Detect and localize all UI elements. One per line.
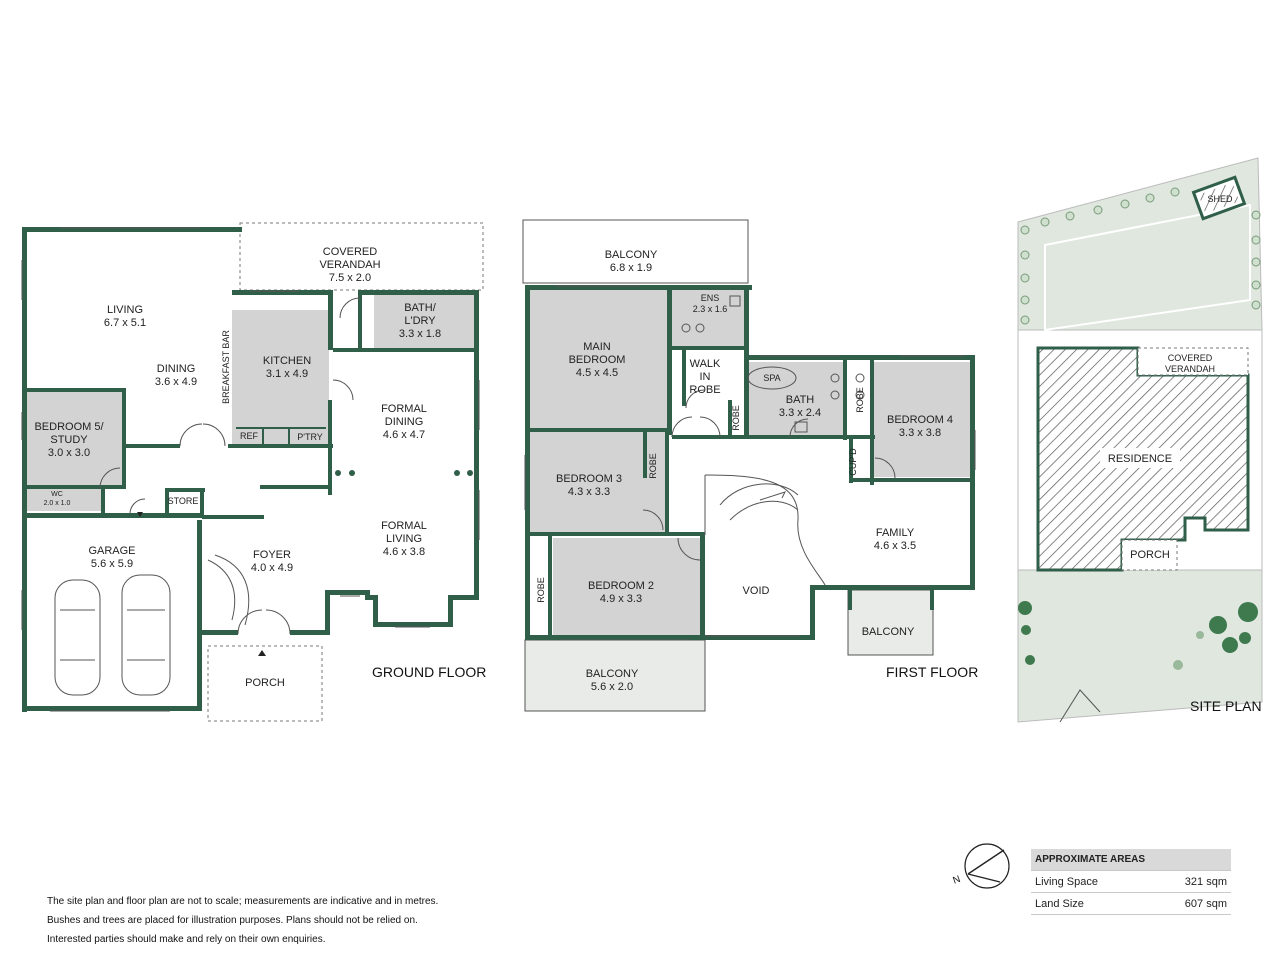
room-formal-living-name: FORMAL [381, 520, 427, 532]
first-floor-labels: BALCONY 6.8 x 1.9 MAIN BEDROOM 4.5 x 4.5… [536, 249, 978, 693]
table-row: Living Space 321 sqm [1031, 870, 1231, 893]
room-formal-dining-name: FORMAL [381, 403, 427, 415]
room-bedroom5-dims: 3.0 x 3.0 [48, 447, 90, 459]
compass-letter: N [951, 874, 962, 887]
room-wc-dims: 2.0 x 1.0 [44, 500, 71, 507]
room-bedroom2-dims: 4.9 x 3.3 [600, 593, 642, 605]
room-balcony-top-name: BALCONY [605, 249, 658, 261]
room-verandah-name-2: VERANDAH [319, 259, 380, 271]
room-robe-3: ROBE [855, 387, 865, 413]
room-kitchen-dims: 3.1 x 4.9 [266, 368, 308, 380]
room-wc-name: WC [51, 491, 63, 498]
room-spa-name: SPA [763, 373, 780, 383]
room-walk-in-robe-name-3: ROBE [689, 384, 720, 396]
room-garage-dims: 5.6 x 5.9 [91, 558, 133, 570]
room-balcony-bottom-name: BALCONY [586, 668, 639, 680]
room-ens-name: ENS [701, 293, 720, 303]
room-walk-in-robe-name-2: IN [700, 371, 711, 383]
room-bath-ldry-dims: 3.3 x 1.8 [399, 328, 441, 340]
site-plan [1017, 157, 1263, 723]
room-family-name: FAMILY [876, 527, 915, 539]
room-family-dims: 4.6 x 3.5 [874, 540, 916, 552]
room-main-bedroom-name-2: BEDROOM [569, 354, 626, 366]
room-balcony-top-dims: 6.8 x 1.9 [610, 262, 652, 274]
room-bath-name: BATH [786, 394, 815, 406]
room-living-name: LIVING [107, 304, 143, 316]
room-foyer-name: FOYER [253, 549, 291, 561]
room-bedroom3-name: BEDROOM 3 [556, 473, 622, 485]
area-label: Land Size [1031, 892, 1149, 915]
room-bedroom4-name: BEDROOM 4 [887, 414, 953, 426]
room-bedroom5-name-2: STUDY [50, 434, 88, 446]
site-residence-label: RESIDENCE [1108, 453, 1172, 465]
room-formal-living-name-2: LIVING [386, 533, 422, 545]
first-floor-plan [522, 219, 976, 712]
room-robe-4: ROBE [536, 577, 546, 603]
room-bedroom4-dims: 3.3 x 3.8 [899, 427, 941, 439]
room-main-bedroom-dims: 4.5 x 4.5 [576, 367, 618, 379]
room-robe-2: ROBE [731, 405, 741, 431]
disclaimer-line-3: Interested parties should make and rely … [47, 934, 326, 945]
room-void-name: VOID [743, 585, 770, 597]
room-verandah-name: COVERED [323, 246, 377, 258]
room-bath-dims: 3.3 x 2.4 [779, 407, 821, 419]
room-walk-in-robe-name: WALK [690, 358, 721, 370]
room-robe-1: ROBE [648, 453, 658, 479]
room-dining-name: DINING [157, 363, 196, 375]
room-dining-dims: 3.6 x 4.9 [155, 376, 197, 388]
area-value: 607 sqm [1148, 892, 1231, 915]
room-store-name: STORE [168, 496, 199, 506]
site-verandah-label-2: VERANDAH [1165, 364, 1215, 374]
room-ptry-name: P'TRY [297, 432, 323, 442]
table-row: Land Size 607 sqm [1031, 892, 1231, 915]
ground-floor-plan [21, 222, 484, 722]
room-ref-name: REF [240, 431, 259, 441]
room-formal-dining-dims: 4.6 x 4.7 [383, 429, 425, 441]
room-bath-ldry-name: BATH/ [404, 302, 437, 314]
disclaimer-line-1: The site plan and floor plan are not to … [47, 896, 439, 907]
breakfast-bar-label: BREAKFAST BAR [221, 330, 231, 404]
ground-floor-title: GROUND FLOOR [372, 664, 486, 680]
areas-header: APPROXIMATE AREAS [1031, 849, 1231, 871]
area-label: Living Space [1031, 870, 1149, 893]
room-bath-ldry-name-2: L'DRY [404, 315, 436, 327]
room-bedroom3-dims: 4.3 x 3.3 [568, 486, 610, 498]
room-balcony-right-name: BALCONY [862, 626, 915, 638]
room-foyer-dims: 4.0 x 4.9 [251, 562, 293, 574]
room-ens-dims: 2.3 x 1.6 [693, 304, 728, 314]
room-living-dims: 6.7 x 5.1 [104, 317, 146, 329]
site-plan-title: SITE PLAN [1190, 698, 1262, 714]
site-porch-label: PORCH [1130, 549, 1170, 561]
approximate-areas-table: APPROXIMATE AREAS Living Space 321 sqm L… [1031, 849, 1231, 915]
site-plan-labels: SHED COVERED VERANDAH RESIDENCE PORCH SI… [1108, 194, 1262, 714]
room-formal-dining-name-2: DINING [385, 416, 424, 428]
north-compass: N [951, 843, 1010, 889]
room-kitchen-name: KITCHEN [263, 355, 311, 367]
room-garage-name: GARAGE [88, 545, 135, 557]
room-main-bedroom-name: MAIN [583, 341, 611, 353]
ground-floor-labels: COVERED VERANDAH 7.5 x 2.0 LIVING 6.7 x … [34, 246, 486, 689]
room-bedroom5-name: BEDROOM 5/ [34, 421, 104, 433]
room-verandah-dims: 7.5 x 2.0 [329, 272, 371, 284]
room-balcony-bottom-dims: 5.6 x 2.0 [591, 681, 633, 693]
room-formal-living-dims: 4.6 x 3.8 [383, 546, 425, 558]
room-porch-name: PORCH [245, 677, 285, 689]
site-verandah-label: COVERED [1168, 353, 1213, 363]
room-bedroom2-name: BEDROOM 2 [588, 580, 654, 592]
first-floor-title: FIRST FLOOR [886, 664, 978, 680]
site-shed-label: SHED [1207, 194, 1233, 204]
area-value: 321 sqm [1148, 870, 1231, 893]
disclaimer-line-2: Bushes and trees are placed for illustra… [47, 915, 418, 926]
room-cupd-name: CUP'D [848, 448, 858, 476]
disclaimer: The site plan and floor plan are not to … [47, 892, 438, 949]
